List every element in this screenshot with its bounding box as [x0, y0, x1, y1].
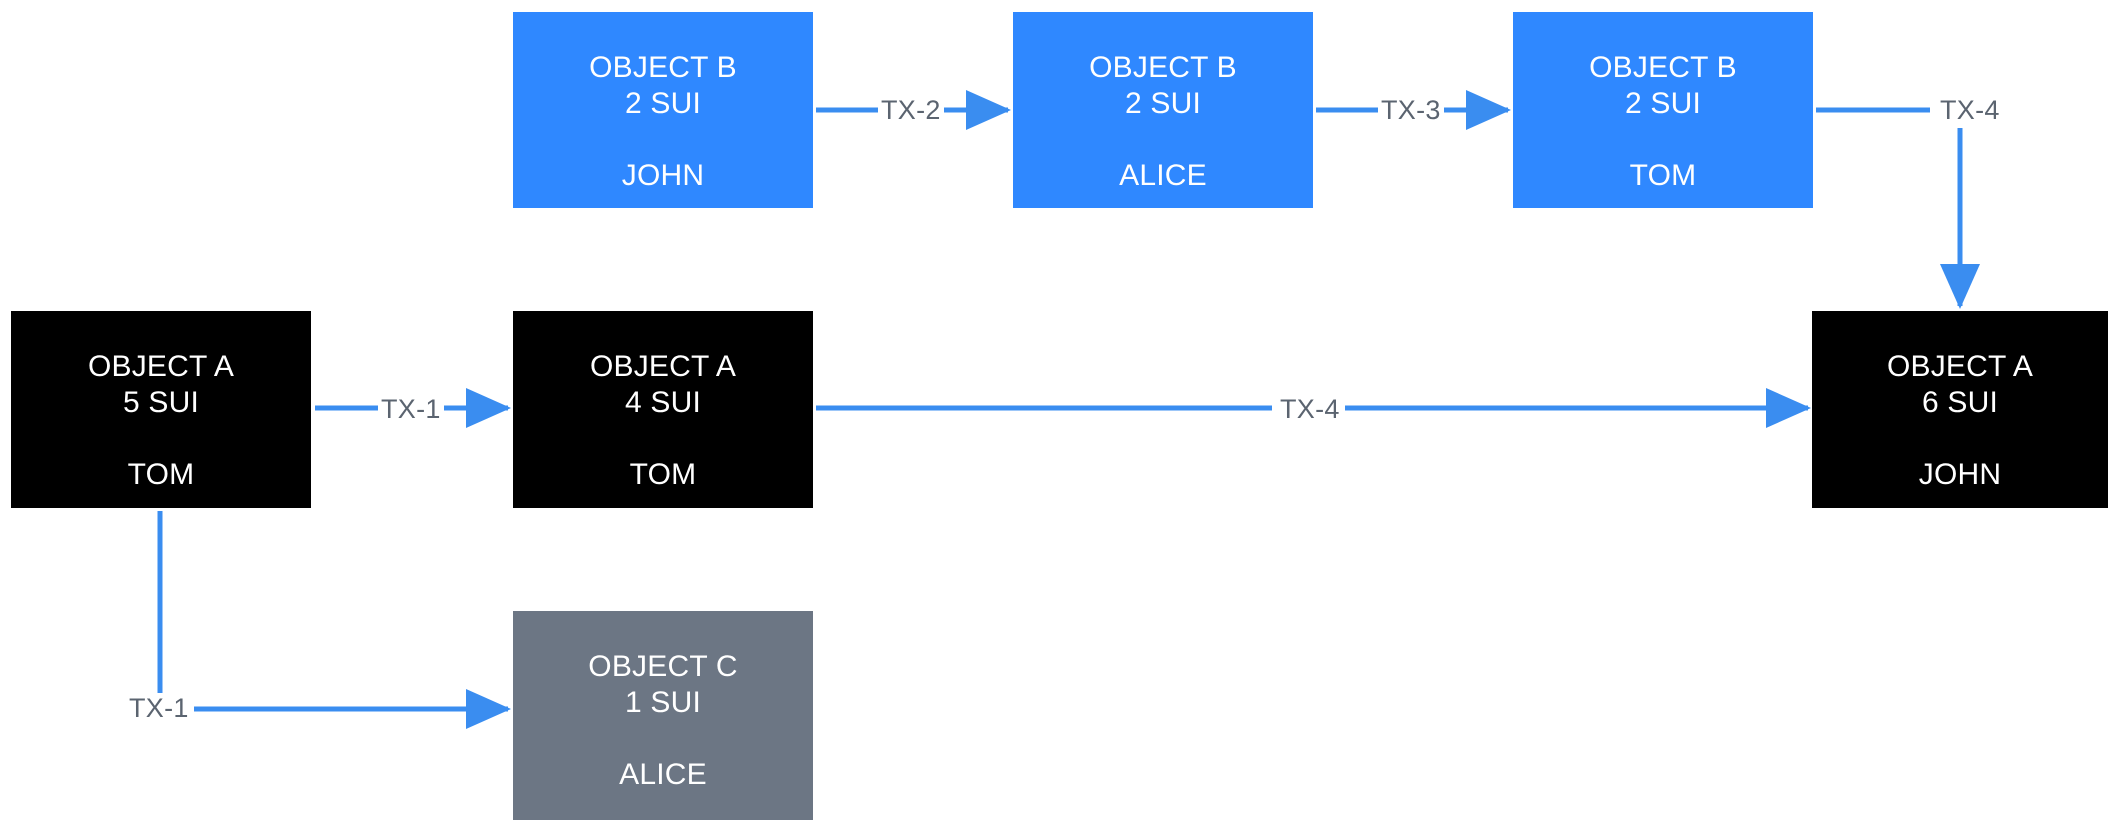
- edge-label-tx-4-b: TX-4: [1937, 95, 2003, 125]
- node-object-c-alice-owner: ALICE: [619, 758, 707, 791]
- node-object-c-alice[interactable]: OBJECT C 1 SUI ALICE: [513, 611, 813, 820]
- node-object-b-tom-owner: TOM: [1629, 159, 1697, 192]
- node-object-a-tom-5[interactable]: OBJECT A 5 SUI TOM: [11, 311, 311, 508]
- node-object-b-alice-name: OBJECT B: [1089, 51, 1237, 84]
- node-object-a-john-6-name: OBJECT A: [1886, 350, 2034, 383]
- node-object-b-john[interactable]: OBJECT B 2 SUI JOHN: [513, 12, 813, 208]
- node-object-a-tom-4-amount: 4 SUI: [624, 386, 702, 419]
- node-object-b-alice[interactable]: OBJECT B 2 SUI ALICE: [1013, 12, 1313, 208]
- node-object-c-alice-amount: 1 SUI: [624, 686, 702, 719]
- node-object-a-tom-5-name: OBJECT A: [87, 350, 235, 383]
- node-object-b-tom-name: OBJECT B: [1589, 51, 1737, 84]
- node-object-a-john-6-owner: JOHN: [1918, 458, 2002, 491]
- node-object-a-tom-5-owner: TOM: [127, 458, 195, 491]
- node-object-b-alice-owner: ALICE: [1119, 159, 1207, 192]
- node-object-c-alice-name: OBJECT C: [588, 650, 738, 683]
- edge-label-tx-1-a: TX-1: [378, 394, 444, 424]
- node-object-a-tom-4[interactable]: OBJECT A 4 SUI TOM: [513, 311, 813, 508]
- edge-label-tx-1-c: TX-1: [126, 693, 192, 723]
- edge-label-tx-2: TX-2: [878, 95, 944, 125]
- node-object-b-john-name: OBJECT B: [589, 51, 737, 84]
- node-object-b-john-owner: JOHN: [621, 159, 705, 192]
- edge-label-tx-4-a: TX-4: [1277, 394, 1343, 424]
- node-object-a-tom-5-amount: 5 SUI: [122, 386, 200, 419]
- node-object-a-tom-4-name: OBJECT A: [589, 350, 737, 383]
- node-object-b-tom[interactable]: OBJECT B 2 SUI TOM: [1513, 12, 1813, 208]
- node-object-b-john-amount: 2 SUI: [624, 87, 702, 120]
- node-object-a-john-6-amount: 6 SUI: [1921, 386, 1999, 419]
- node-object-b-alice-amount: 2 SUI: [1124, 87, 1202, 120]
- node-object-b-tom-amount: 2 SUI: [1624, 87, 1702, 120]
- edge-label-tx-3: TX-3: [1378, 95, 1444, 125]
- node-object-a-tom-4-owner: TOM: [629, 458, 697, 491]
- node-object-a-john-6[interactable]: OBJECT A 6 SUI JOHN: [1812, 311, 2108, 508]
